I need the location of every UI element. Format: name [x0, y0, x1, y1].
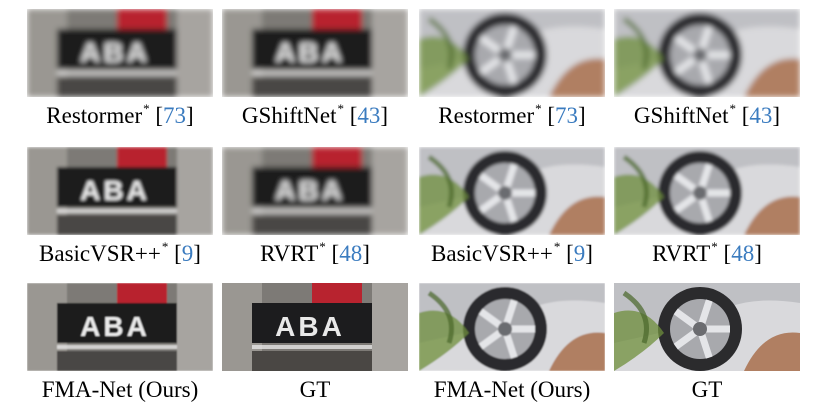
method-name: RVRT	[652, 241, 711, 266]
reimplemented-marker: *	[337, 101, 344, 116]
method-caption: Restormer* [73]	[46, 101, 194, 128]
reimplemented-marker: *	[535, 101, 542, 116]
method-caption: BasicVSR++* [9]	[431, 239, 593, 266]
reimplemented-marker: *	[729, 101, 736, 116]
method-caption: GShiftNet* [43]	[241, 101, 389, 128]
plate-text: ABA	[275, 175, 345, 206]
plate-text: ABA	[80, 311, 150, 342]
plate-text: ABA	[80, 37, 150, 68]
plate-text: ABA	[80, 175, 150, 206]
license-plate-crop: ABA	[222, 9, 408, 97]
method-caption: FMA-Net (Ours)	[17, 375, 223, 405]
citation-link[interactable]: 43	[749, 103, 773, 128]
method-name: GT	[299, 377, 331, 402]
citation-link[interactable]: 9	[573, 241, 586, 266]
citation-link[interactable]: 9	[181, 241, 194, 266]
method-name: Restormer	[46, 103, 143, 128]
method-name: FMA-Net (Ours)	[433, 377, 591, 402]
reimplemented-marker: *	[319, 239, 326, 254]
license-plate-crop: ABA	[222, 283, 408, 371]
citation-link[interactable]: 73	[555, 103, 579, 128]
citation-link[interactable]: 48	[339, 241, 363, 266]
method-name: Restormer	[438, 103, 535, 128]
method-name: BasicVSR++	[431, 241, 553, 266]
reimplemented-marker: *	[711, 239, 718, 254]
method-caption: GShiftNet* [43]	[633, 101, 781, 128]
car-wheel-crop	[614, 147, 800, 235]
method-name: GShiftNet	[633, 103, 729, 128]
method-caption: GT	[604, 375, 810, 405]
reimplemented-marker: *	[143, 101, 150, 116]
method-name: GShiftNet	[241, 103, 337, 128]
reimplemented-marker: *	[161, 239, 169, 254]
car-wheel-crop	[419, 283, 605, 371]
reimplemented-marker: *	[553, 239, 561, 254]
license-plate-crop: ABA	[27, 147, 213, 235]
plate-text: ABA	[275, 37, 345, 68]
method-caption: FMA-Net (Ours)	[409, 375, 615, 405]
method-name: RVRT	[260, 241, 319, 266]
citation-link[interactable]: 73	[163, 103, 187, 128]
method-caption: GT	[212, 375, 418, 405]
citation-link[interactable]: 48	[731, 241, 755, 266]
method-name: BasicVSR++	[39, 241, 161, 266]
car-wheel-crop	[614, 283, 800, 371]
car-wheel-crop	[419, 9, 605, 97]
method-caption: BasicVSR++* [9]	[39, 239, 201, 266]
citation-link[interactable]: 43	[357, 103, 381, 128]
license-plate-crop: ABA	[222, 147, 408, 235]
method-caption: RVRT* [48]	[652, 239, 762, 266]
car-wheel-crop	[614, 9, 800, 97]
method-name: GT	[691, 377, 723, 402]
method-caption: RVRT* [48]	[260, 239, 370, 266]
method-caption: Restormer* [73]	[438, 101, 586, 128]
plate-text: ABA	[275, 311, 345, 342]
license-plate-crop: ABA	[27, 9, 213, 97]
method-name: FMA-Net (Ours)	[41, 377, 199, 402]
license-plate-crop: ABA	[27, 283, 213, 371]
car-wheel-crop	[419, 147, 605, 235]
